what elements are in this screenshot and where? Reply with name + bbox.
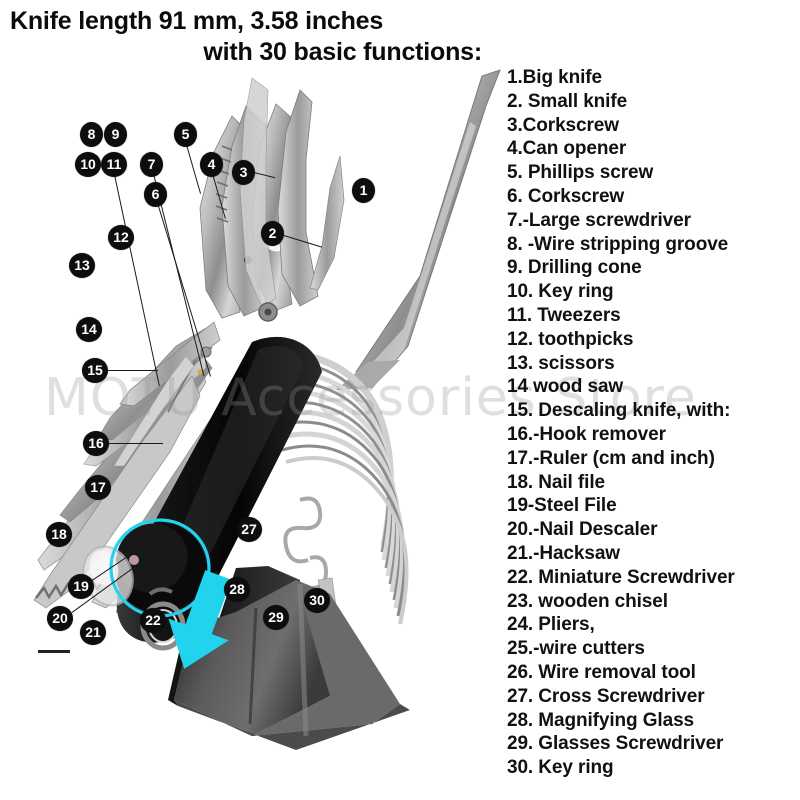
callout-badge-29: 29 <box>263 605 289 630</box>
leader-line-15 <box>106 370 158 372</box>
callout-badge-13: 13 <box>69 253 95 278</box>
big-knife-blade <box>336 69 501 390</box>
function-item-10: 10. Key ring <box>507 281 614 303</box>
scale-dash <box>38 650 70 653</box>
title-line-1: Knife length 91 mm, 3.58 inches <box>10 7 384 35</box>
callout-badge-3: 3 <box>232 160 255 185</box>
function-item-7: 7.-Large screwdriver <box>507 209 691 231</box>
function-item-24: 24. Pliers, <box>507 614 595 636</box>
callout-badge-7: 7 <box>140 152 163 177</box>
callout-badge-9: 9 <box>104 122 127 147</box>
function-item-13: 13. scissors <box>507 352 615 374</box>
function-item-21: 21.-Hacksaw <box>507 542 620 564</box>
function-item-6: 6. Corkscrew <box>507 185 625 207</box>
title-line-2: with 30 basic functions: <box>203 38 482 66</box>
callout-badge-6: 6 <box>144 182 167 207</box>
callout-badge-12: 12 <box>108 225 134 250</box>
function-item-19: 19-Steel File <box>507 495 617 517</box>
corkscrew <box>283 496 329 590</box>
small-knife-blade <box>309 155 345 291</box>
function-item-5: 5. Phillips screw <box>507 162 654 184</box>
leader-line-16 <box>107 443 163 445</box>
callout-badge-18: 18 <box>46 522 72 547</box>
function-item-27: 27. Cross Screwdriver <box>507 685 705 707</box>
cyan-down-arrow <box>168 570 232 669</box>
function-item-2: 2. Small knife <box>507 90 628 112</box>
knife-handle <box>114 336 323 643</box>
function-item-23: 23. wooden chisel <box>507 590 668 612</box>
function-item-4: 4.Can opener <box>507 138 627 160</box>
callout-badge-17: 17 <box>85 475 111 500</box>
function-item-16: 16.-Hook remover <box>507 423 666 445</box>
callout-badge-15: 15 <box>82 358 108 383</box>
callout-badge-20: 20 <box>47 606 73 631</box>
function-item-17: 17.-Ruler (cm and inch) <box>507 447 715 469</box>
callout-badge-16: 16 <box>83 431 109 456</box>
callout-badge-5: 5 <box>174 122 197 147</box>
function-item-25: 25.-wire cutters <box>507 638 645 660</box>
callout-badge-4: 4 <box>200 152 223 177</box>
callout-badge-1: 1 <box>352 178 375 203</box>
function-item-12: 12. toothpicks <box>507 328 634 350</box>
function-item-20: 20.-Nail Descaler <box>507 519 658 541</box>
function-item-26: 26. Wire removal tool <box>507 661 696 683</box>
callout-badge-10: 10 <box>75 152 101 177</box>
callout-badge-21: 21 <box>80 620 106 645</box>
function-item-30: 30. Key ring <box>507 757 614 779</box>
function-item-22: 22. Miniature Screwdriver <box>507 566 735 588</box>
product-photo <box>0 60 505 760</box>
function-item-28: 28. Magnifying Glass <box>507 709 694 731</box>
callout-badge-2: 2 <box>261 221 284 246</box>
callout-badge-27: 27 <box>236 517 262 542</box>
callout-badge-22: 22 <box>140 608 166 633</box>
function-item-1: 1.Big knife <box>507 67 602 88</box>
callout-badge-30: 30 <box>304 588 330 613</box>
function-item-18: 18. Nail file <box>507 471 605 493</box>
function-item-9: 9. Drilling cone <box>507 257 642 279</box>
page-title: Knife length 91 mm, 3.58 inches with 30 … <box>0 0 500 68</box>
tool-blades-upper <box>199 77 319 322</box>
callout-badge-11: 11 <box>101 152 127 177</box>
function-item-3: 3.Corkscrew <box>507 114 619 136</box>
function-item-8: 8. -Wire stripping groove <box>507 233 729 255</box>
callout-badge-19: 19 <box>68 574 94 599</box>
callout-badge-8: 8 <box>80 122 103 147</box>
display-stand <box>168 566 410 750</box>
function-item-15: 15. Descaling knife, with: <box>507 400 731 422</box>
function-item-11: 11. Tweezers <box>507 304 621 326</box>
callout-badge-28: 28 <box>224 577 250 602</box>
callout-badge-14: 14 <box>76 317 102 342</box>
function-item-14: 14 wood saw <box>507 376 624 398</box>
function-item-29: 29. Glasses Screwdriver <box>507 733 724 755</box>
